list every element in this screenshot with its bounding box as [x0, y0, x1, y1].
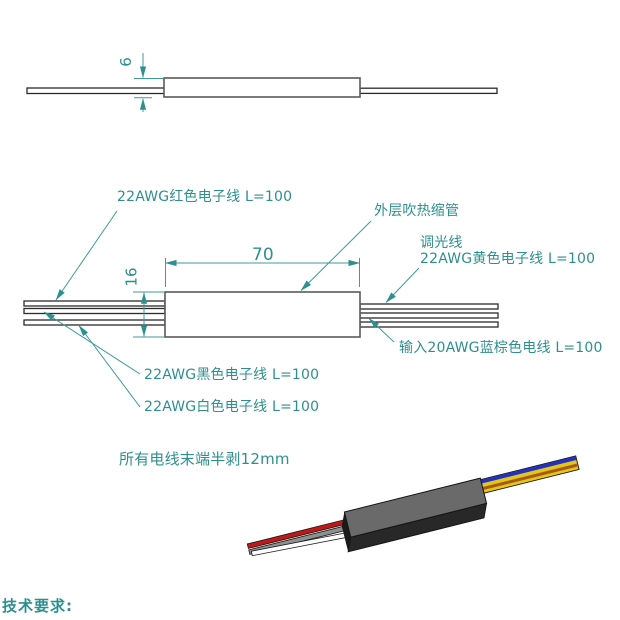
- label-red-wire: 22AWG红色电子线 L=100: [117, 189, 293, 205]
- label-dimming-line1: 调光线: [420, 235, 463, 251]
- note-tech-requirements: 技术要求:: [2, 597, 73, 615]
- thickness-extension-lines: [134, 78, 163, 99]
- side-view-left-wire: [26, 87, 166, 95]
- label-dimming-wire: 调光线 22AWG黄色电子线 L=100: [420, 235, 595, 267]
- leader-dimming-wire: [385, 267, 420, 303]
- dim-length: 70: [252, 245, 274, 265]
- label-input-wire: 输入20AWG蓝棕色电线 L=100: [399, 340, 603, 356]
- plan-right-wire-brown: [359, 321, 499, 328]
- label-dimming-line2: 22AWG黄色电子线 L=100: [420, 251, 596, 267]
- render-body-end: [341, 512, 351, 552]
- plan-view: [23, 210, 499, 408]
- dim-height: 16: [122, 267, 141, 287]
- side-view: [26, 53, 498, 112]
- render-3d: [246, 455, 580, 557]
- plan-right-wire-blue: [359, 312, 499, 319]
- label-heat-shrink: 外层吹热缩管: [374, 203, 460, 219]
- leader-white-wire: [78, 325, 141, 408]
- dim-thickness: 6: [116, 57, 135, 67]
- height-extension-lines: [133, 291, 164, 338]
- label-black-wire: 22AWG黑色电子线 L=100: [144, 367, 320, 383]
- leader-heat-shrink: [300, 220, 372, 291]
- label-white-wire: 22AWG白色电子线 L=100: [144, 399, 320, 415]
- leader-input-wire: [368, 318, 395, 343]
- render-body-top: [343, 477, 488, 538]
- render-wire-brown: [479, 463, 579, 491]
- plan-view-body: [164, 291, 361, 338]
- render-wire-blue: [477, 456, 577, 485]
- leader-red-wire: [55, 210, 118, 301]
- note-strip-length: 所有电线末端半剥12mm: [119, 450, 290, 468]
- side-view-body: [163, 77, 361, 98]
- plan-right-wire-yellow: [359, 303, 499, 310]
- side-view-right-wire: [359, 87, 498, 95]
